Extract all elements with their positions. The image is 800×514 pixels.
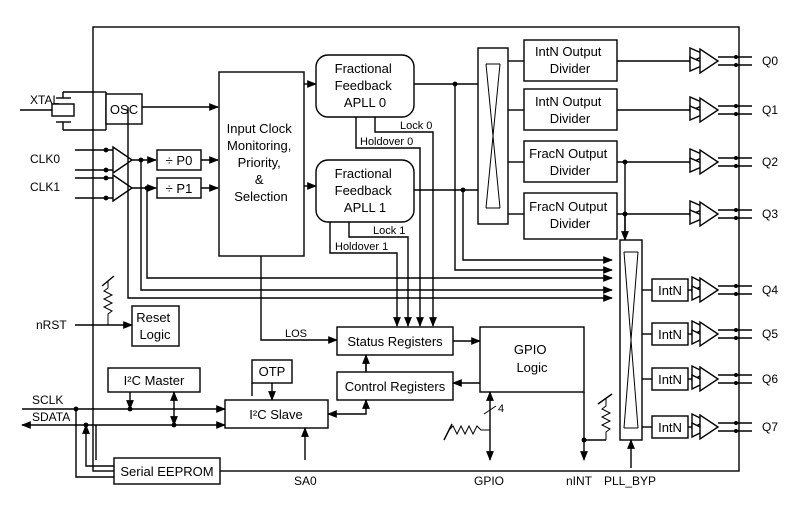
output-buffer-q0 (689, 46, 752, 75)
p0-label: ÷ P0 (166, 153, 193, 168)
otp-label: OTP (259, 364, 286, 379)
q6-label: Q6 (762, 372, 778, 386)
q1-label: Q1 (762, 103, 778, 117)
crystal-icon (20, 91, 93, 131)
q3-label: Q3 (762, 207, 778, 221)
lock0-label: Lock 0 (400, 120, 432, 132)
clk0-label: CLK0 (30, 152, 60, 166)
chip-boundary (92, 26, 740, 472)
xtal-label: XTAL (30, 93, 59, 107)
intn-divider-2 (523, 88, 618, 131)
holdover1-label: Holdover 1 (335, 241, 388, 253)
fracn-divider-2-label: FracN Output Divider (529, 199, 611, 231)
fracn-divider-2 (523, 192, 618, 240)
output-buffer-q4 (691, 275, 752, 304)
status-registers-block (336, 326, 454, 356)
gpio-logic-block (479, 326, 585, 393)
intn-q5-label: IntN (658, 327, 682, 342)
intn-q6-label: IntN (658, 372, 682, 387)
i2c-master-block (107, 367, 201, 393)
output-buffer-q6 (691, 364, 752, 393)
q7-label: Q7 (762, 420, 778, 434)
serial-eeprom-block (113, 457, 221, 485)
reset-logic-block (131, 305, 180, 347)
nint-pin-label: nINT (566, 474, 593, 488)
gpio-bus-width: 4 (498, 403, 504, 415)
q0-label: Q0 (762, 54, 778, 68)
q5-label: Q5 (762, 327, 778, 341)
holdover0-label: Holdover 0 (360, 136, 413, 148)
output-buffer-q5 (691, 319, 752, 348)
apll1-block (315, 159, 415, 223)
control-registers-label: Control Registers (345, 379, 446, 394)
pullup-resistor-icon (101, 275, 115, 325)
lower-crossbar (619, 239, 643, 441)
sa0-pin-label: SA0 (294, 474, 317, 488)
nint-pullup-resistor-icon (597, 393, 613, 440)
sdata-label: SDATA (32, 410, 70, 424)
i2c-slave-block (224, 399, 329, 429)
sclk-label: SCLK (32, 393, 63, 407)
clk0-buffer (75, 145, 134, 175)
output-buffer-q3 (689, 199, 752, 228)
osc-label: OSC (110, 102, 138, 117)
nrst-label: nRST (36, 318, 67, 332)
output-buffer-q7 (691, 412, 752, 441)
apll0-block (315, 54, 415, 118)
lock1-label: Lock 1 (373, 225, 405, 237)
pll-byp-pin-label: PLL_BYP (604, 474, 656, 488)
fracn-divider-1-label: FracN Output Divider (529, 146, 611, 178)
reset-logic-label: Reset Logic (136, 310, 174, 342)
apll1-label: Fractional Feedback APLL 1 (335, 166, 396, 215)
intn-divider-1-label: IntN Output Divider (535, 44, 605, 76)
i2c-slave-label: I²C Slave (249, 407, 302, 422)
intn-divider-2-label: IntN Output Divider (535, 94, 605, 126)
apll0-label: Fractional Feedback APLL 0 (335, 61, 396, 110)
los-label: LOS (285, 328, 307, 340)
osc-block (105, 93, 143, 125)
gpio-pin-label: GPIO (474, 474, 504, 488)
output-buffer-q2 (689, 147, 752, 176)
q2-label: Q2 (762, 155, 778, 169)
q4-label: Q4 (762, 283, 778, 297)
clk1-label: CLK1 (30, 180, 60, 194)
intn-q7-label: IntN (658, 420, 682, 435)
clk1-buffer (75, 173, 134, 203)
intn-q4-label: IntN (658, 283, 682, 298)
p1-label: ÷ P1 (166, 181, 193, 196)
i2c-master-label: I²C Master (124, 373, 185, 388)
output-buffer-q1 (689, 95, 752, 124)
serial-eeprom-label: Serial EEPROM (120, 464, 213, 479)
input-clock-label: Input Clock Monitoring, Priority, & Sele… (227, 121, 296, 204)
gpio-pullup-resistor-icon (443, 423, 490, 441)
status-registers-label: Status Registers (347, 334, 443, 349)
upper-crossbar (477, 47, 509, 225)
input-clock-block (218, 71, 305, 257)
gpio-logic-label: GPIO Logic (514, 342, 550, 375)
